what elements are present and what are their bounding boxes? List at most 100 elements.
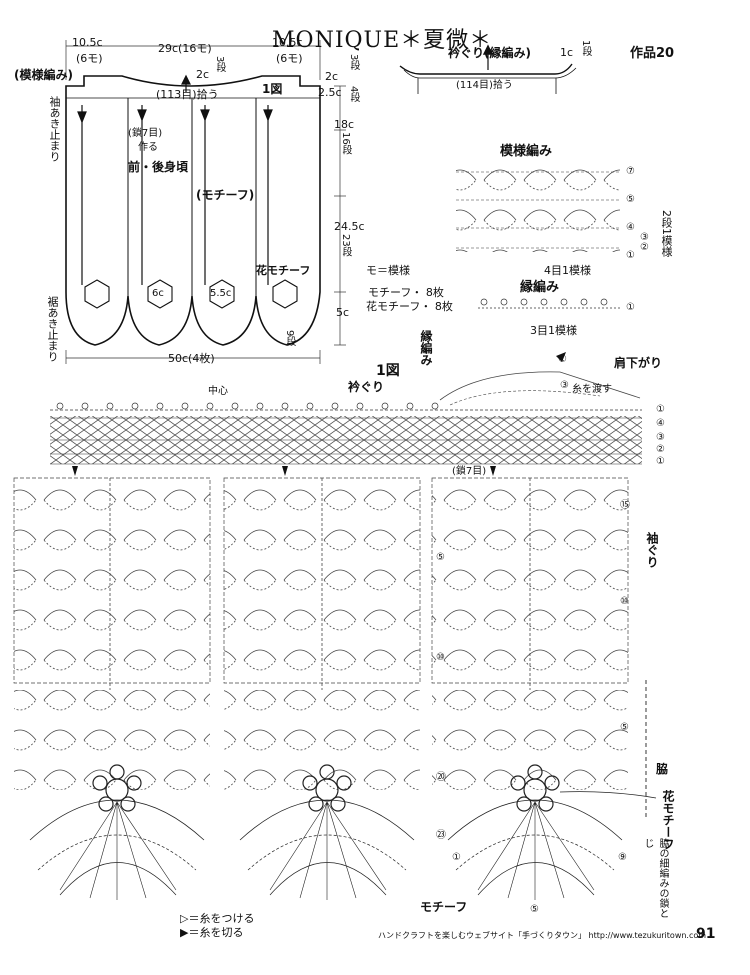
rownum-23: ㉓: [436, 830, 446, 841]
neckline-height-rows: 1段: [580, 40, 591, 57]
garment-schematic: [65, 75, 321, 346]
rownum-5b: ⑤: [620, 722, 629, 733]
page-number: 91: [696, 926, 716, 942]
motif-hexagons: [84, 279, 298, 309]
dim-right-5c: 5c: [336, 306, 350, 319]
pattern-row-3: ③: [640, 232, 649, 243]
chain7-label: (鎖7目): [128, 128, 163, 139]
neckline-pickup: (114目)拾う: [456, 80, 513, 91]
dim-neck-dip-rows: 3段: [214, 56, 225, 73]
motif-label: (モチーフ): [196, 188, 255, 202]
rownum-15: ⑮: [620, 500, 630, 511]
neckline-title: 衿ぐり(縁編み): [448, 46, 531, 60]
hex-6c: 6c: [152, 288, 164, 299]
pattern-chart-title: 模様編み: [500, 144, 553, 159]
pattern-swatch: [456, 166, 620, 252]
rownum-5: ⑤: [436, 552, 445, 563]
yarn-pass: 糸を渡す: [572, 384, 612, 395]
work-number: 作品20: [630, 46, 675, 61]
right-row-4: ④: [656, 418, 665, 429]
cut-markers: [72, 352, 566, 476]
panel-left: [13, 477, 211, 790]
main-edging-vertical: 縁編み: [419, 330, 433, 366]
row-3: ③: [560, 380, 569, 391]
right-row-3: ③: [656, 432, 665, 443]
direction-arrows: [77, 74, 273, 285]
sleeve-stop: 袖あき止まり: [48, 96, 61, 162]
flower-motif-label: 花モチーフ: [256, 264, 311, 277]
pattern-repeat-rows: 2段1模様: [660, 210, 673, 257]
row-1: ①: [558, 354, 567, 365]
dim-top-mid: 29c(16モ): [158, 42, 212, 55]
rownum-9: ⑨: [618, 852, 627, 863]
hex-55c: 5.5c: [210, 288, 232, 299]
legend-attach: ▷＝糸をつける: [180, 912, 255, 925]
edging-row: ①: [626, 302, 635, 313]
dim-right-2c-rows: 3段: [348, 54, 359, 71]
chain7-make: 作る: [138, 142, 158, 153]
footer-site: ハンドクラフトを楽しむウェブサイト「手づくりタウン」 http://www.te…: [378, 931, 707, 940]
main-fig-label: 1図: [376, 363, 400, 379]
edging-chart-title: 縁編み: [520, 280, 560, 295]
hem-stop: 裾あき止まり: [46, 296, 59, 362]
pattern-label: (模様編み): [14, 68, 73, 82]
rownum-5c: ⑤: [530, 904, 539, 915]
shoulder-label: 肩下がり: [614, 356, 663, 370]
edging-repeat: 3目1模様: [530, 324, 577, 337]
flower-motifs: [29, 764, 623, 900]
side-label: 脇: [656, 762, 669, 776]
dim-right-245c: 24.5c: [334, 220, 365, 233]
armhole-label: 袖ぐり: [645, 532, 659, 568]
count-flower: 花モチーフ・ 8枚: [366, 300, 453, 313]
pattern-repeat-stitches: 4目1模様: [544, 264, 591, 277]
rownum-1: ①: [452, 852, 461, 863]
dimension-lines: [65, 40, 346, 364]
pickup-113: (113目)拾う: [156, 88, 219, 101]
dim-top-right-motifs: (6モ): [276, 52, 303, 65]
pattern-row-1: ①: [626, 250, 635, 261]
page-title: MONIQUE＊夏微＊: [272, 28, 493, 53]
neckline-height: 1c: [560, 46, 574, 59]
side-seam: [559, 680, 657, 820]
dim-neck-dip: 2c: [196, 68, 210, 81]
fig1-marker: 1図: [262, 82, 283, 96]
legend-cut: ▶＝糸を切る: [180, 926, 244, 939]
dim-right-18c: 18c: [334, 118, 355, 131]
main-neck-label: 衿ぐり: [348, 380, 385, 394]
dim-top-left: 10.5c: [72, 36, 103, 49]
dim-top-left-motifs: (6モ): [76, 52, 103, 65]
right-row-1: ①: [656, 404, 665, 415]
dim-top-right: 10.5c: [272, 36, 303, 49]
right-row-1b: ①: [656, 456, 665, 467]
count-motif: モチーフ・ 8枚: [368, 286, 444, 299]
flower-motif-vertical: 花モチーフ: [661, 790, 675, 850]
edging-swatch: [478, 298, 620, 309]
dim-right-25c: 2.5c: [318, 86, 342, 99]
pattern-row-5: ⑤: [626, 194, 635, 205]
panel-right: [431, 477, 629, 790]
motif-bottom-label: モチーフ: [420, 900, 468, 914]
dim-9rows: 9段: [284, 330, 295, 347]
side-join-note: 脇の細編みの鎖とじ: [642, 838, 668, 918]
body-label: 前・後身頃: [128, 160, 189, 174]
pattern-row-4: ④: [626, 222, 635, 233]
right-row-2: ②: [656, 444, 665, 455]
neckline-schematic: [399, 44, 577, 94]
center-label: 中心: [208, 386, 228, 397]
yoke-band: [50, 371, 642, 465]
rownum-10a: ⑩: [620, 596, 629, 607]
legend-mo: モ＝模様: [366, 264, 410, 277]
rownum-10b: ⑩: [436, 652, 445, 663]
yoke-picots: [56, 402, 439, 410]
pattern-row-7: ⑦: [626, 166, 635, 177]
dim-right-25c-rows: 4段: [348, 86, 359, 103]
dim-right-18c-rows: 16段: [340, 132, 351, 155]
dim-right-245c-rows: 23段: [340, 234, 351, 257]
panel-center: [223, 477, 421, 790]
bottom-width: 50c(4枚): [168, 352, 215, 365]
main-chain7: (鎖7目): [452, 466, 487, 477]
rownum-20: ⑳: [436, 772, 446, 783]
pattern-row-2: ②: [640, 242, 649, 253]
dim-right-2c: 2c: [325, 70, 339, 83]
